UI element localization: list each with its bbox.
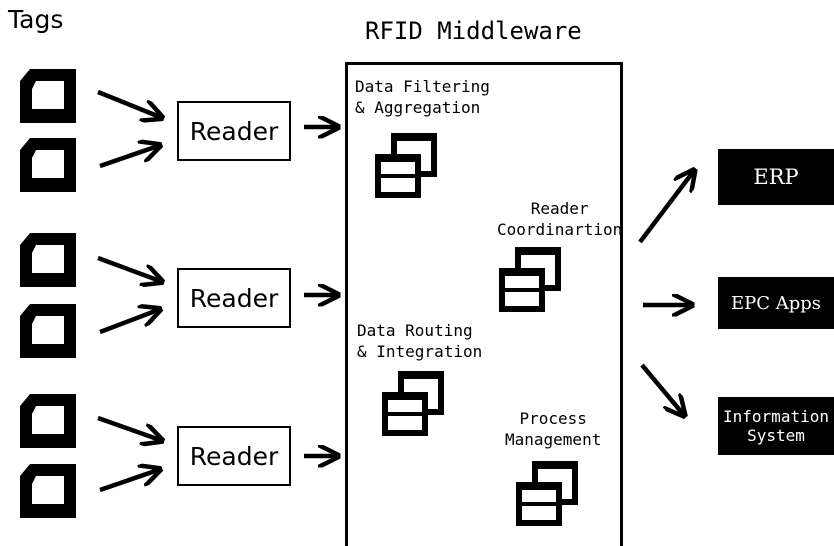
component-window-icon: [516, 461, 578, 526]
tag-to-reader-arrow: [97, 255, 160, 281]
component-window-icon: [499, 247, 561, 312]
middleware-to-erp-arrow: [638, 172, 693, 244]
tag-to-reader-arrow: [97, 89, 160, 117]
rfid-tag-icon: [20, 138, 76, 192]
tags-title: Tags: [8, 5, 64, 34]
rfid-tag-icon: [20, 394, 76, 448]
component-process-management-label: Process Management: [505, 409, 602, 449]
component-window-icon: [375, 133, 437, 198]
middleware-container: [345, 62, 623, 546]
rfid-tag-icon: [20, 69, 76, 123]
rfid-tag-icon: [20, 304, 76, 358]
tag-to-reader-arrow: [99, 470, 158, 493]
middleware-title: RFID Middleware: [365, 17, 582, 45]
reader-box: Reader: [177, 101, 291, 161]
tag-to-reader-arrow: [99, 310, 158, 335]
app-erp-box: ERP: [718, 149, 834, 205]
component-reader-coordination-label: Reader Coordinartion: [497, 199, 623, 239]
reader-box: Reader: [177, 268, 291, 328]
component-window-icon: [382, 371, 444, 436]
reader-box: Reader: [177, 426, 291, 486]
app-information-system-box: Information System: [718, 397, 834, 455]
middleware-to-info-arrow: [640, 363, 683, 414]
tag-to-reader-arrow: [97, 415, 160, 440]
component-data-filtering-label: Data Filtering & Aggregation: [355, 77, 490, 117]
app-epc-apps-box: EPC Apps: [718, 277, 834, 329]
rfid-tag-icon: [20, 233, 76, 287]
component-data-routing-label: Data Routing & Integration: [357, 321, 483, 361]
rfid-tag-icon: [20, 464, 76, 518]
tag-to-reader-arrow: [99, 146, 158, 169]
